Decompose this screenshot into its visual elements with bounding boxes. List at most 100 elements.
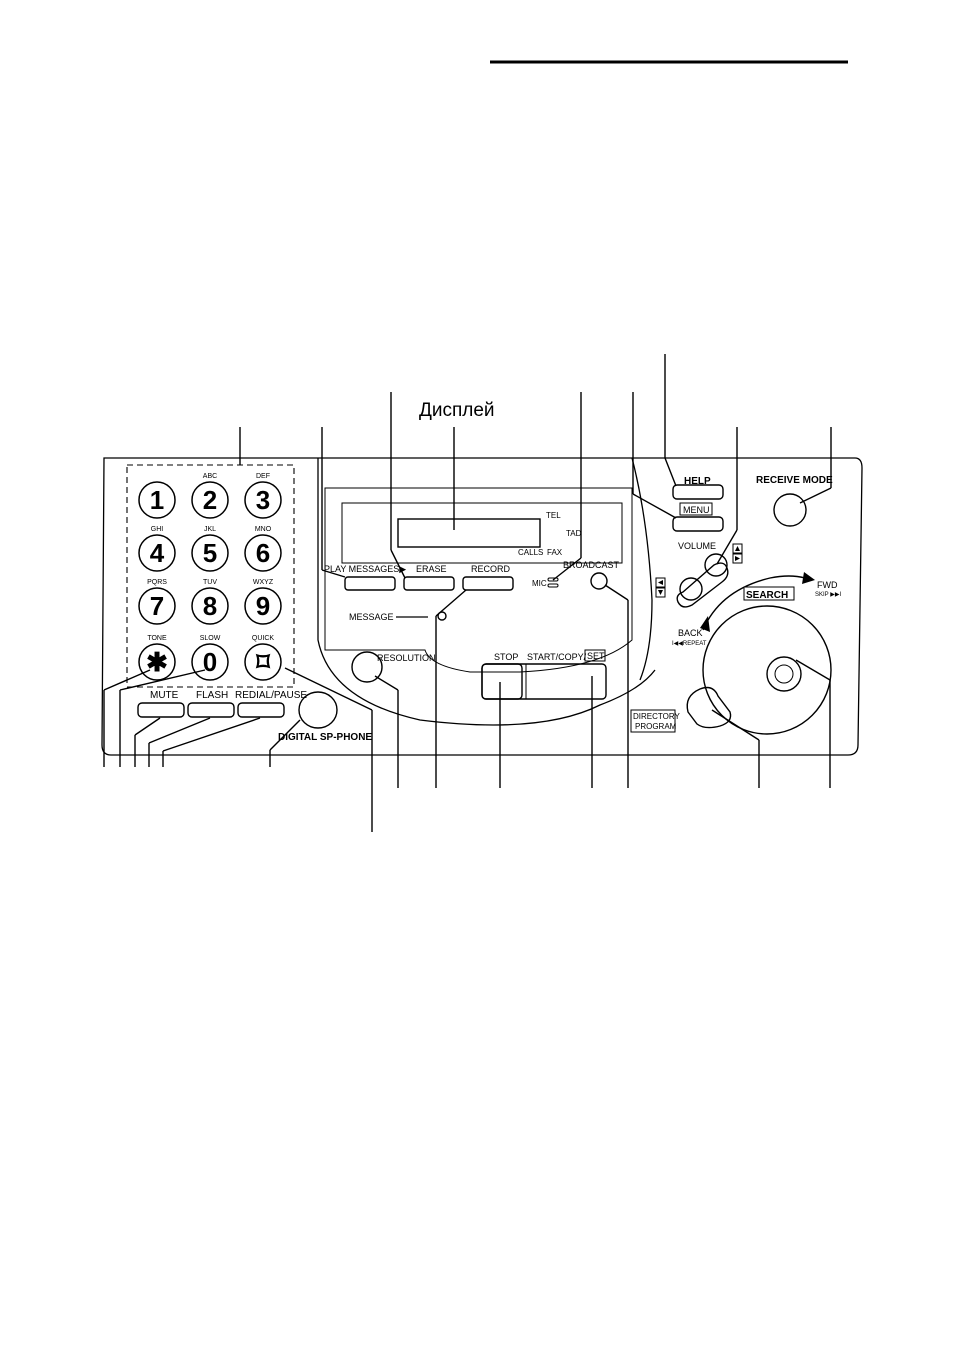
help-button[interactable] xyxy=(672,484,724,500)
keypad-key-5[interactable]: 5 JKL xyxy=(191,526,229,572)
keypad-key-letters: WXYZ xyxy=(253,579,274,586)
keypad-key-ring[interactable] xyxy=(244,481,282,519)
directory-program-button[interactable] xyxy=(686,686,732,729)
message-label: MESSAGE xyxy=(349,612,394,622)
search-arc xyxy=(702,575,806,631)
resolution-button[interactable] xyxy=(351,651,383,683)
play-messages-button[interactable] xyxy=(344,576,396,591)
keypad-key-letters: TONE xyxy=(147,635,167,642)
keypad-key-ring[interactable] xyxy=(191,643,229,681)
keypad-key-letters: DEF xyxy=(256,473,270,480)
keypad-key-letters: ABC xyxy=(203,473,217,480)
keypad-key-digit: 8 xyxy=(203,591,217,621)
erase-button[interactable] xyxy=(403,576,455,591)
digital-sp-phone-label: DIGITAL SP-PHONE xyxy=(278,732,372,743)
search-badge xyxy=(743,586,795,601)
search-label: SEARCH xyxy=(746,590,788,601)
receive-mode-label: RECEIVE MODE xyxy=(756,475,833,486)
keypad-key-11[interactable]: 0 SLOW xyxy=(191,635,229,681)
broadcast-button[interactable] xyxy=(590,572,608,590)
keypad-boundary xyxy=(126,464,295,688)
keypad-key-digit: 4 xyxy=(150,538,165,568)
menu-badge xyxy=(679,502,713,516)
keypad-key-letters: QUICK xyxy=(252,635,275,642)
search-dial-hub-outer xyxy=(766,656,802,692)
search-dial-hub-inner xyxy=(774,664,794,684)
redial-pause-button[interactable] xyxy=(237,702,285,718)
help-label: HELP xyxy=(684,476,711,487)
callout-record xyxy=(435,589,467,617)
volume-label: VOLUME xyxy=(678,541,716,551)
digital-sp-phone-button[interactable] xyxy=(298,691,338,729)
keypad-key-digit: 3 xyxy=(256,485,270,515)
volume-right-icon xyxy=(732,553,743,564)
keypad-key-10[interactable]: ✱TONE xyxy=(138,635,176,681)
keypad-key-ring[interactable] xyxy=(191,534,229,572)
erase-label: ERASE xyxy=(416,564,447,574)
keypad-key-ring[interactable] xyxy=(138,587,176,625)
search-dial[interactable] xyxy=(702,605,832,735)
keypad-key-4[interactable]: 4 GHI xyxy=(138,526,176,572)
volume-up-arrow-icon xyxy=(735,546,740,551)
receive-mode-button[interactable] xyxy=(773,493,807,527)
keypad-key-letters: PQRS xyxy=(147,579,167,586)
broadcast-label: BROADCAST xyxy=(563,560,620,570)
stop-label: STOP xyxy=(494,652,518,662)
flash-button[interactable] xyxy=(187,702,235,718)
volume-left-icon xyxy=(655,577,666,588)
start-copy-label: START/COPY/ xyxy=(527,652,587,662)
volume-left-arrow-icon xyxy=(658,580,663,585)
keypad-key-digit: ⌑ xyxy=(255,647,271,677)
keypad-key-1[interactable]: 1 xyxy=(138,481,176,519)
volume-rocker[interactable] xyxy=(676,553,729,608)
set-label: SET xyxy=(587,651,605,661)
keypad-key-digit: 1 xyxy=(150,485,164,515)
menu-button[interactable] xyxy=(672,516,724,532)
record-button[interactable] xyxy=(462,576,514,591)
mute-button[interactable] xyxy=(137,702,185,718)
keypad-key-letters: SLOW xyxy=(200,635,221,642)
volume-down-arrow-icon xyxy=(658,590,663,595)
resolution-label: RESOLUTION xyxy=(377,653,436,663)
keypad-key-ring[interactable] xyxy=(138,481,176,519)
keypad-key-ring[interactable] xyxy=(191,587,229,625)
keypad-key-letters: JKL xyxy=(204,526,216,533)
keypad-key-12[interactable]: ⌑ QUICK xyxy=(244,635,282,681)
display-caption: Дисплей xyxy=(419,400,495,421)
play-messages-label: PLAY MESSAGES▶ xyxy=(324,564,406,574)
keypad-key-3[interactable]: 3 DEF xyxy=(244,473,282,519)
keypad-key-digit: 5 xyxy=(203,538,217,568)
volume-right-arrow-icon xyxy=(735,556,740,561)
keypad-key-ring[interactable] xyxy=(138,643,176,681)
console-outline xyxy=(317,458,656,726)
keypad-key-ring[interactable] xyxy=(191,481,229,519)
menu-label: MENU xyxy=(683,505,710,515)
keypad-key-letters: MNO xyxy=(255,526,272,533)
redial-pause-label: REDIAL/PAUSE xyxy=(235,690,307,701)
search-back-arrow-icon xyxy=(700,616,710,632)
message-indicator-lamp xyxy=(437,611,447,621)
display-calls-indicator: CALLS xyxy=(518,548,543,557)
keypad-key-2[interactable]: 2 ABC xyxy=(191,473,229,519)
program-label: PROGRAM xyxy=(635,722,677,731)
mic-slot-2 xyxy=(547,583,559,588)
keypad-key-digit: 2 xyxy=(203,485,217,515)
keypad-key-ring[interactable] xyxy=(244,534,282,572)
display-screen xyxy=(397,518,541,548)
mic-slot-1 xyxy=(547,577,559,582)
keypad-key-letters: GHI xyxy=(151,526,164,533)
keypad-key-ring[interactable] xyxy=(138,534,176,572)
repeat-label: I◀◀REPEAT xyxy=(672,641,707,647)
mic-label: MIC xyxy=(532,579,547,588)
mute-label: MUTE xyxy=(150,690,179,701)
stop-button[interactable] xyxy=(481,663,523,700)
keypad-key-digit: 0 xyxy=(203,647,217,677)
keypad-key-ring[interactable] xyxy=(244,587,282,625)
keypad-key-ring[interactable] xyxy=(244,643,282,681)
callout-lines xyxy=(103,354,832,832)
